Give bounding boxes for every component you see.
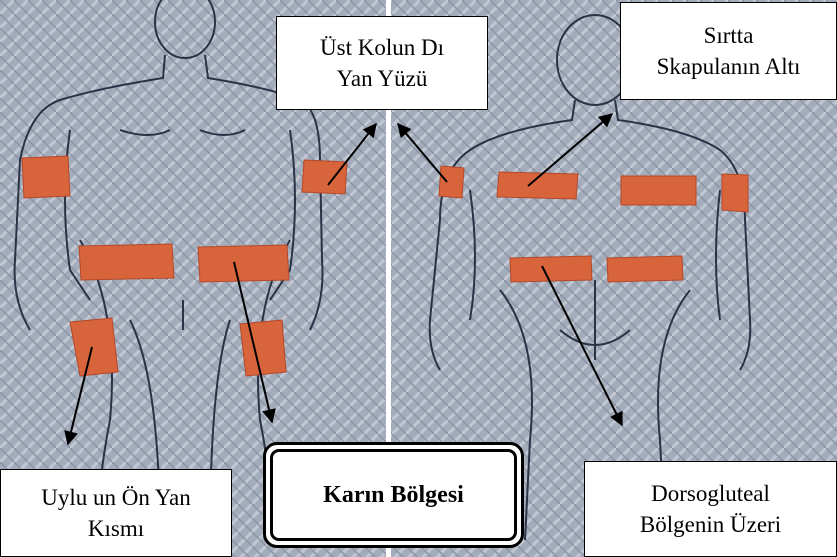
label-dorsogluteal-line2: Bölgenin Üzeri xyxy=(640,509,781,540)
site-abdomen-right xyxy=(198,245,289,282)
label-back-line2: Skapulanın Altı xyxy=(657,51,801,82)
site-back-upper-arm xyxy=(439,166,464,198)
label-upper-arm-line1: Üst Kolun Dı xyxy=(320,32,444,63)
site-upper-arm-right xyxy=(302,160,347,194)
label-back-line1: Sırtta xyxy=(704,20,754,51)
site-dorsogluteal-left xyxy=(510,256,592,282)
label-upper-arm-line2: Yan Yüzü xyxy=(337,63,428,94)
label-upper-arm: Üst Kolun Dı Yan Yüzü xyxy=(276,16,488,110)
label-dorsogluteal-line1: Dorsogluteal xyxy=(651,478,770,509)
label-dorsogluteal: Dorsogluteal Bölgenin Üzeri xyxy=(584,461,837,557)
site-scapula-right xyxy=(621,176,696,205)
site-thigh-right xyxy=(240,320,286,376)
label-thigh: Uylu un Ön Yan Kısmı xyxy=(0,469,232,557)
label-back-scapula: Sırtta Skapulanın Altı xyxy=(620,2,837,100)
site-back-arm-right xyxy=(722,174,748,212)
site-abdomen-left xyxy=(79,244,174,280)
site-dorsogluteal-right xyxy=(607,256,683,282)
label-thigh-line2: Kısmı xyxy=(88,513,144,544)
label-abdomen: Karın Bölgesi xyxy=(263,442,524,548)
site-scapula-left xyxy=(497,172,578,199)
site-upper-arm-left xyxy=(22,156,70,198)
label-thigh-line1: Uylu un Ön Yan xyxy=(41,482,191,513)
label-abdomen-text: Karın Bölgesi xyxy=(270,449,517,541)
